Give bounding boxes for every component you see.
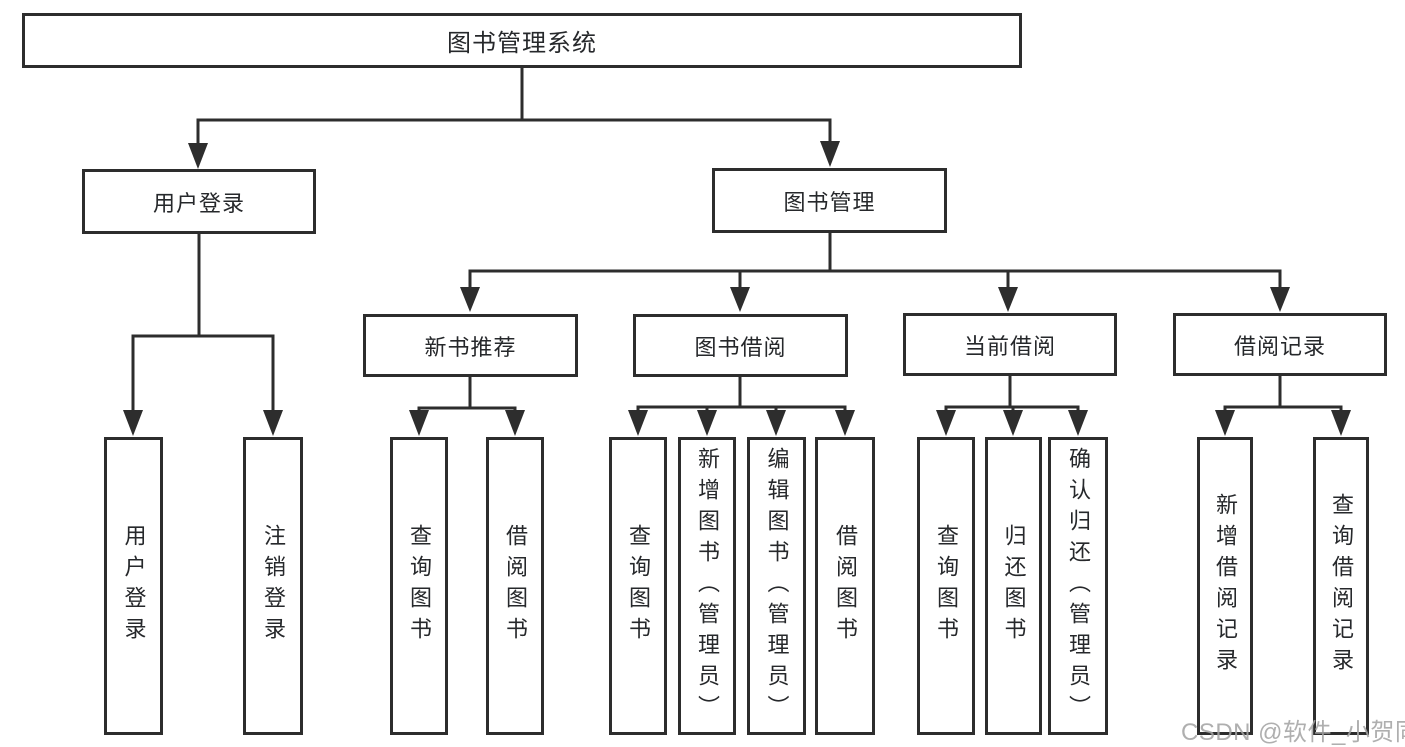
leaf-query-books-2: 查询图书 — [609, 437, 667, 735]
leaf-query-borrow-record: 查询借阅记录 — [1313, 437, 1369, 735]
leaf-query-books-3: 查询图书 — [917, 437, 975, 735]
leaf-return-books: 归还图书 — [985, 437, 1042, 735]
node-root-label: 图书管理系统 — [447, 30, 597, 57]
leaf-query-books-1-label: 查询图书 — [407, 524, 432, 648]
leaf-confirm-return-admin: 确认归还（管理员） — [1048, 437, 1108, 735]
connector-new-books-split — [409, 375, 525, 436]
node-book-borrow: 图书借阅 — [633, 314, 848, 377]
node-new-book-recommend: 新书推荐 — [363, 314, 578, 377]
node-book-borrow-label: 图书借阅 — [694, 334, 787, 360]
leaf-add-borrow-record: 新增借阅记录 — [1197, 437, 1253, 735]
leaf-user-login-label: 用户登录 — [121, 524, 147, 648]
connector-root-split — [188, 66, 840, 169]
connector-book-management-split — [460, 231, 1290, 312]
leaf-logout-label: 注销登录 — [261, 524, 286, 648]
node-user-login: 用户登录 — [82, 169, 316, 234]
connector-user-login-split — [123, 232, 283, 436]
node-borrow-records-label: 借阅记录 — [1233, 333, 1326, 359]
leaf-borrow-books-2-label: 借阅图书 — [833, 524, 858, 648]
leaf-query-books-3-label: 查询图书 — [934, 524, 959, 648]
node-book-management-label: 图书管理 — [783, 189, 876, 215]
leaf-query-books-2-label: 查询图书 — [626, 524, 651, 648]
leaf-edit-books-admin: 编辑图书（管理员） — [747, 437, 806, 735]
leaf-borrow-books-2: 借阅图书 — [815, 437, 875, 735]
node-current-borrow-label: 当前借阅 — [963, 333, 1056, 359]
node-user-login-label: 用户登录 — [152, 190, 245, 216]
leaf-borrow-books-1: 借阅图书 — [486, 437, 544, 735]
leaf-return-books-label: 归还图书 — [1001, 524, 1027, 648]
node-current-borrow: 当前借阅 — [903, 313, 1117, 376]
node-book-management: 图书管理 — [712, 168, 947, 233]
node-borrow-records: 借阅记录 — [1173, 313, 1387, 376]
connector-borrow-records-split — [1215, 374, 1351, 436]
leaf-query-books-1: 查询图书 — [390, 437, 448, 735]
node-new-book-recommend-label: 新书推荐 — [424, 334, 517, 360]
leaf-logout: 注销登录 — [243, 437, 303, 735]
leaf-query-borrow-record-label: 查询借阅记录 — [1329, 493, 1354, 679]
csdn-watermark: CSDN @软件_小贺同学 — [1181, 719, 1405, 746]
leaf-add-borrow-record-label: 新增借阅记录 — [1213, 493, 1238, 679]
connector-current-borrow-split — [936, 374, 1088, 436]
leaf-add-books-admin-label: 新增图书（管理员） — [695, 446, 720, 726]
node-root: 图书管理系统 — [22, 13, 1022, 68]
leaf-confirm-return-admin-label: 确认归还（管理员） — [1066, 446, 1091, 726]
leaf-borrow-books-1-label: 借阅图书 — [503, 524, 528, 648]
leaf-edit-books-admin-label: 编辑图书（管理员） — [764, 446, 790, 726]
connector-book-borrow-split — [628, 375, 855, 436]
leaf-user-login: 用户登录 — [104, 437, 163, 735]
leaf-add-books-admin: 新增图书（管理员） — [678, 437, 736, 735]
